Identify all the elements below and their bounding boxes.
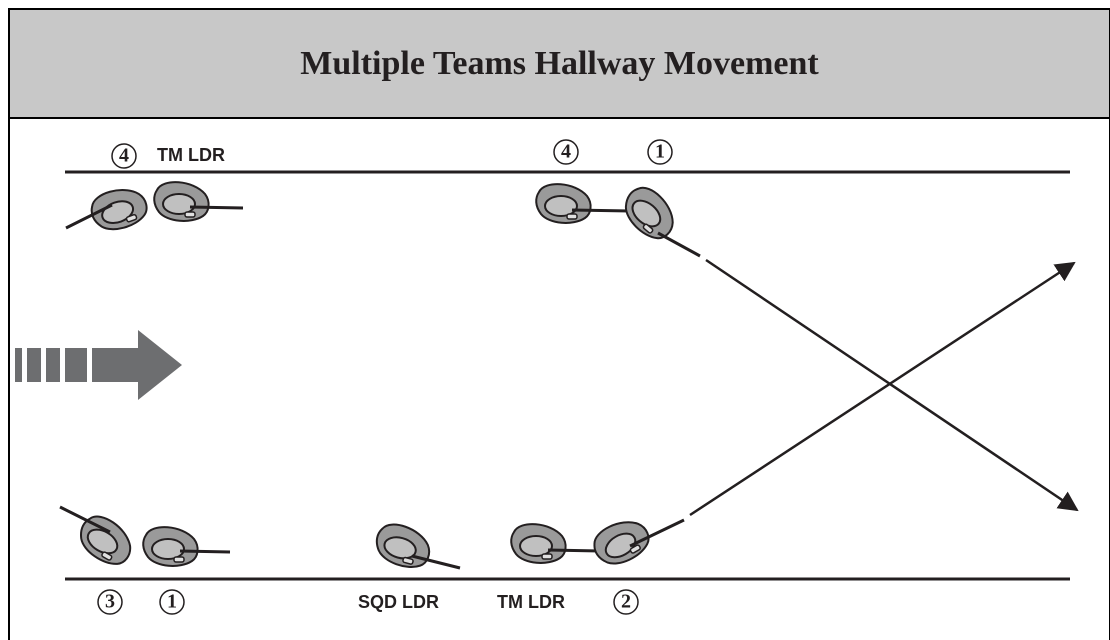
label-number-2-bottom: 2 xyxy=(621,591,631,613)
soldier-icon xyxy=(85,180,153,238)
soldier-icon xyxy=(370,519,436,573)
page-title: Multiple Teams Hallway Movement xyxy=(300,44,819,82)
label-tm-ldr-bottom: TM LDR xyxy=(497,592,565,612)
label-number-3-bottom: 3 xyxy=(105,591,115,613)
soldier-icon xyxy=(615,179,685,247)
label-number-1-top-right: 1 xyxy=(655,141,665,163)
soldier-icon xyxy=(535,183,592,224)
path-bottom-soldier xyxy=(689,261,1076,517)
soldier-icon xyxy=(587,510,656,574)
label-number-4-top-right: 4 xyxy=(561,141,571,163)
title-bar: Multiple Teams Hallway Movement xyxy=(10,10,1109,119)
diagram-frame: Multiple Teams Hallway Movement xyxy=(8,8,1110,640)
label-sqd-ldr: SQD LDR xyxy=(358,592,439,612)
label-tm-ldr-top: TM LDR xyxy=(157,145,225,165)
soldier-icon xyxy=(153,181,210,222)
soldier-icon xyxy=(142,526,199,567)
movement-arrow-icon xyxy=(15,330,182,400)
label-number-1-bottom: 1 xyxy=(167,591,177,613)
path-top-soldier xyxy=(705,258,1079,512)
soldier-icon xyxy=(510,523,567,564)
label-number-4-top-left: 4 xyxy=(119,145,129,167)
